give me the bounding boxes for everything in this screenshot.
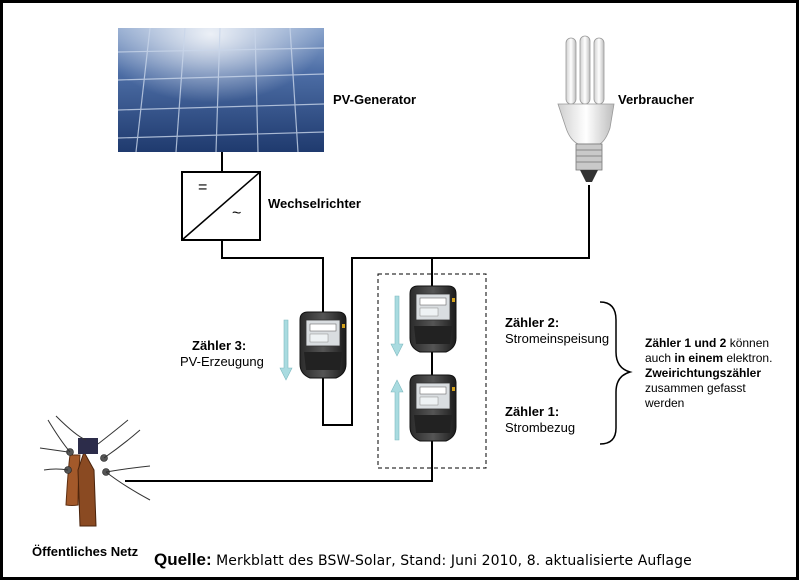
note-part5: elektron. bbox=[723, 351, 773, 365]
meter3-desc: PV-Erzeugung bbox=[180, 354, 264, 369]
inverter-label: Wechselrichter bbox=[268, 196, 361, 211]
arrow-down-feed-in bbox=[390, 295, 404, 357]
consumer-label: Verbraucher bbox=[618, 92, 694, 107]
meter2-desc: Stromeinspeisung bbox=[505, 331, 610, 346]
wire-meter1-to-grid bbox=[125, 440, 433, 482]
source-line: Quelle: Merkblatt des BSW-Solar, Stand: … bbox=[154, 550, 692, 570]
note-part1: Zähler 1 und 2 bbox=[645, 336, 727, 350]
note-part2: können bbox=[726, 336, 770, 350]
wire-inverter-to-meter3 bbox=[221, 240, 324, 312]
meter1-desc: Strombezug bbox=[505, 420, 576, 435]
source-text: Merkblatt des BSW-Solar, Stand: Juni 201… bbox=[216, 553, 692, 569]
arrow-down-pv bbox=[279, 319, 293, 381]
inverter-ac-symbol: ~ bbox=[232, 205, 242, 222]
inverter-box bbox=[181, 171, 261, 241]
arrow-up-draw bbox=[390, 379, 404, 441]
utility-pole-icon bbox=[39, 415, 151, 527]
meter2-title: Zähler 2: bbox=[505, 315, 560, 330]
bidirectional-meter-group bbox=[377, 273, 487, 469]
note-part3: auch bbox=[645, 351, 675, 365]
grid-label: Öffentliches Netz bbox=[32, 544, 139, 559]
wire-consumer bbox=[432, 185, 590, 259]
note-part6: Zweirichtungszähler bbox=[645, 366, 762, 380]
meter-3 bbox=[299, 311, 347, 379]
wire-meter3-to-bus bbox=[322, 257, 433, 426]
meter-2 bbox=[409, 285, 457, 353]
note-part4: in einem bbox=[674, 351, 724, 365]
wiring bbox=[125, 152, 590, 482]
note-part8: werden bbox=[645, 396, 685, 410]
source-prefix: Quelle: bbox=[154, 550, 212, 569]
note-part7: zusammen gefasst bbox=[645, 381, 746, 395]
meter3-title: Zähler 3: bbox=[192, 338, 247, 353]
meter-combination-note: Zähler 1 und 2 können auch in einem elek… bbox=[645, 336, 772, 411]
light-bulb-icon bbox=[557, 35, 615, 182]
meter1-title: Zähler 1: bbox=[505, 404, 560, 419]
pv-generator-label: PV-Generator bbox=[333, 92, 417, 107]
inverter-dc-symbol: = bbox=[198, 179, 208, 196]
pv-generator-panel bbox=[117, 27, 325, 153]
meter-1 bbox=[409, 374, 457, 442]
curly-brace bbox=[599, 301, 633, 445]
